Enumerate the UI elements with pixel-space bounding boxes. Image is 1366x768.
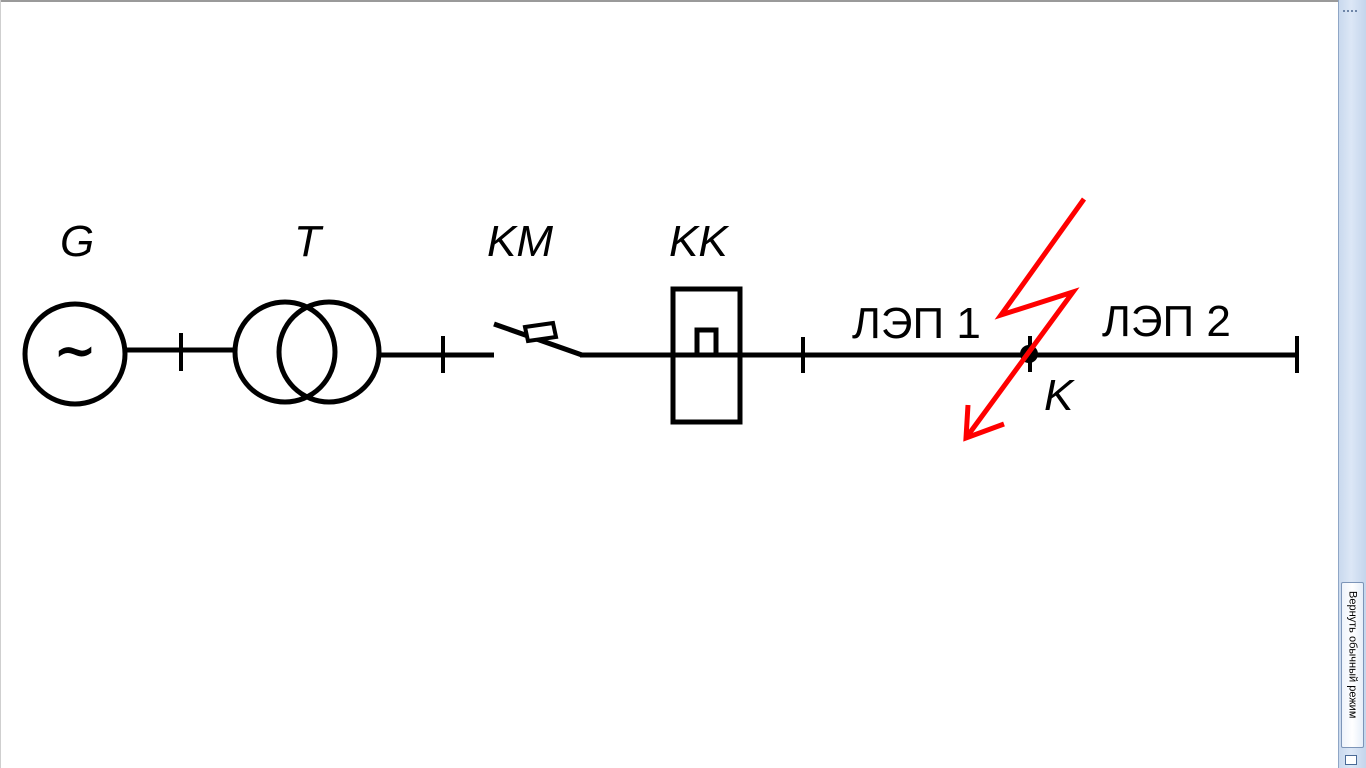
side-panel: Вернуть обычный режим (1338, 0, 1366, 768)
transformer-label: T (294, 217, 324, 266)
line2-label: ЛЭП 2 (1102, 297, 1231, 346)
side-panel-grip (1343, 10, 1357, 12)
restore-normal-mode-button[interactable]: Вернуть обычный режим (1341, 582, 1364, 748)
short-circuiter-symbol (670, 286, 743, 425)
slide-canvas: G T KM KK ЛЭП 1 ЛЭП 2 K ~ (0, 0, 1338, 768)
transformer-symbol (232, 299, 382, 405)
fault-lightning-arrow (963, 197, 1087, 442)
generator-symbol: ~ (22, 301, 128, 407)
fault-point-label: K (1044, 371, 1075, 420)
slide-top-border (0, 0, 1338, 2)
restore-normal-mode-label: Вернуть обычный режим (1346, 591, 1359, 719)
power-scheme-diagram: G T KM KK ЛЭП 1 ЛЭП 2 K ~ (22, 197, 1299, 442)
slide-left-border (0, 0, 1, 768)
circuit-breaker-label: KM (487, 217, 553, 266)
generator-tilde: ~ (53, 321, 97, 381)
circuit-breaker-symbol (493, 320, 583, 358)
line1-label: ЛЭП 1 (852, 299, 981, 348)
generator-label: G (60, 217, 94, 266)
window-icon[interactable] (1345, 755, 1357, 765)
short-circuiter-label: KK (669, 217, 729, 266)
